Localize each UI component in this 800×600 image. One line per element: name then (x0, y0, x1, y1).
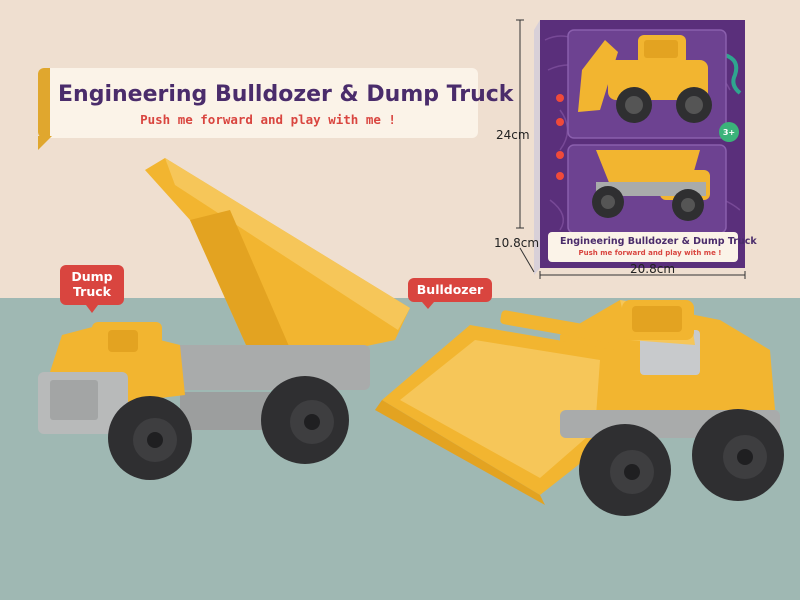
product-title: Engineering Bulldozer & Dump Truck (58, 82, 514, 107)
width-dimension: 20.8cm (630, 262, 676, 276)
product-subtitle: Push me forward and play with me ! (140, 112, 396, 127)
bulldozer-tag: Bulldozer (408, 278, 492, 309)
bulldozer-tag-label: Bulldozer (416, 282, 484, 297)
box-bulldozer (578, 35, 712, 123)
rear-wheel (261, 376, 349, 464)
dozer-rear-wheel (692, 409, 784, 501)
dump-truck-toy (38, 158, 410, 480)
box-subtitle: Push me forward and play with me ! (578, 249, 722, 257)
dump-truck-tag-label: Dump Truck (71, 269, 113, 299)
box-dump-truck (592, 150, 710, 221)
banner-accent (38, 68, 50, 138)
package-box: 3+ (534, 20, 745, 275)
bulldozer-toy (375, 300, 784, 516)
dump-truck-tag: Dump Truck (60, 265, 124, 313)
depth-dimension: 10.8cm (494, 236, 540, 250)
chassis (170, 345, 370, 390)
tag-pointer (422, 302, 434, 309)
box-title: Engineering Bulldozer & Dump Truck (560, 236, 757, 247)
banner-tail (38, 136, 52, 150)
svg-text:3+: 3+ (723, 128, 735, 137)
front-wheel (108, 396, 192, 480)
dimension-lines (516, 19, 746, 279)
height-dimension: 24cm (496, 128, 530, 142)
age-badge (719, 122, 739, 142)
dozer-front-wheel (579, 424, 671, 516)
box-label-strip (548, 232, 738, 262)
title-banner: Engineering Bulldozer & Dump Truck Push … (38, 68, 514, 150)
dump-bed (145, 158, 410, 365)
tag-pointer (86, 305, 98, 313)
